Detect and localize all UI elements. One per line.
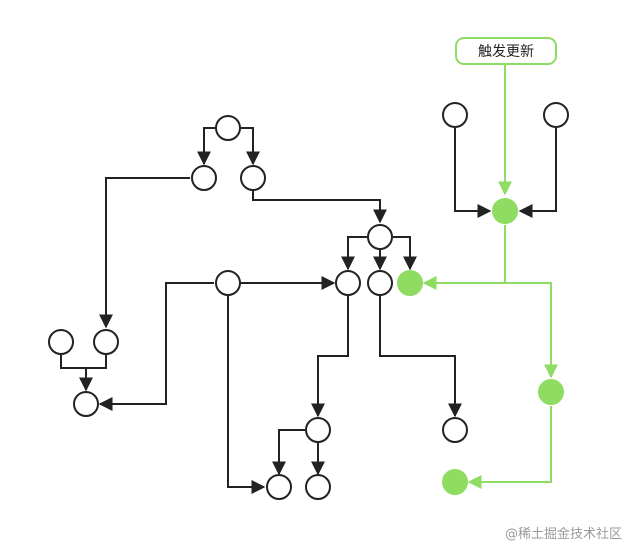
node-updated <box>442 469 468 495</box>
node <box>215 115 241 141</box>
node-updated <box>492 198 518 224</box>
node <box>215 270 241 296</box>
node <box>367 224 393 250</box>
node <box>191 165 217 191</box>
edge <box>197 127 215 166</box>
node <box>442 102 468 128</box>
node-updated <box>397 270 423 296</box>
node <box>442 417 468 443</box>
edge <box>272 429 305 476</box>
edge <box>379 296 462 418</box>
node <box>73 391 99 417</box>
edge <box>60 355 93 392</box>
node <box>305 474 331 500</box>
edge <box>99 177 190 329</box>
watermark: @稀土掘金技术社区 <box>504 527 622 542</box>
trigger-update-box: 触发更新 <box>455 37 557 65</box>
edge <box>454 128 492 218</box>
edge <box>393 236 417 271</box>
nodes-normal <box>48 102 569 500</box>
edges-updated <box>422 65 558 489</box>
node <box>48 329 74 355</box>
edge-updated <box>505 282 558 379</box>
edge <box>241 127 260 166</box>
edge <box>98 282 214 411</box>
edge-updated <box>467 406 552 489</box>
edge <box>227 296 266 494</box>
node-updated <box>538 379 564 405</box>
nodes-updated <box>397 198 564 495</box>
node <box>240 165 266 191</box>
edge <box>86 355 107 369</box>
trigger-update-label: 触发更新 <box>478 44 534 60</box>
edge <box>311 296 349 418</box>
node <box>543 102 569 128</box>
edge <box>518 128 557 218</box>
node <box>266 474 292 500</box>
edge-updated <box>422 225 506 290</box>
edge <box>341 236 368 271</box>
edge <box>252 190 387 224</box>
node <box>367 270 393 296</box>
edges-normal <box>60 127 557 494</box>
node <box>305 417 331 443</box>
node <box>93 329 119 355</box>
node <box>335 270 361 296</box>
